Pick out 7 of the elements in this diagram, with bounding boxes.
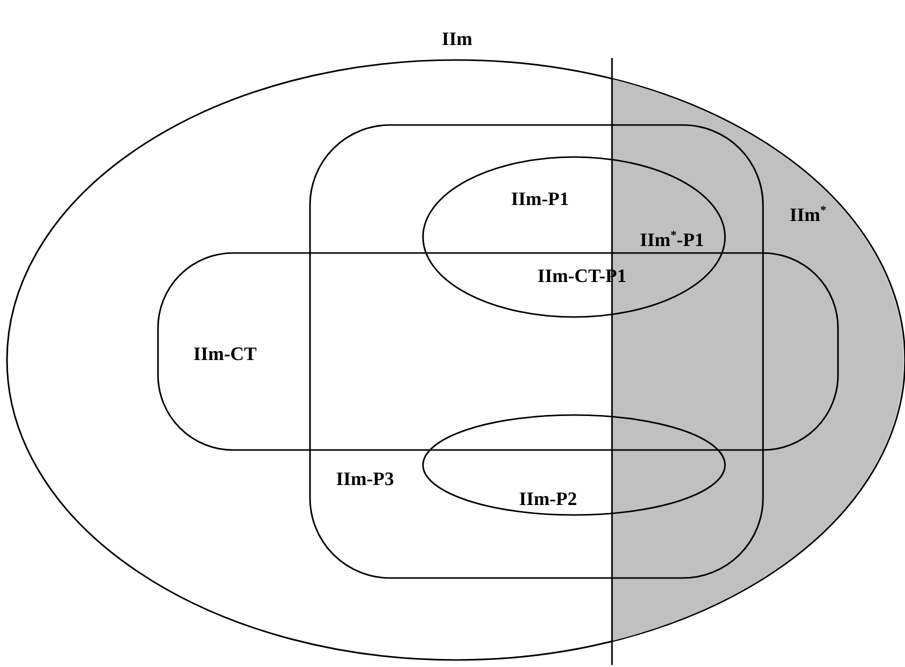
set-label: IIm$^{*}$ [790,202,826,228]
region-label: IIm$^{*}$-P1 [640,228,704,252]
set-label: IIm-P3 [336,469,394,491]
set-label: IIm-CT [193,344,257,366]
set-label: IIm-P1 [510,189,570,211]
set-label: IIm [442,29,472,51]
set-label: IIm-P2 [518,489,578,511]
